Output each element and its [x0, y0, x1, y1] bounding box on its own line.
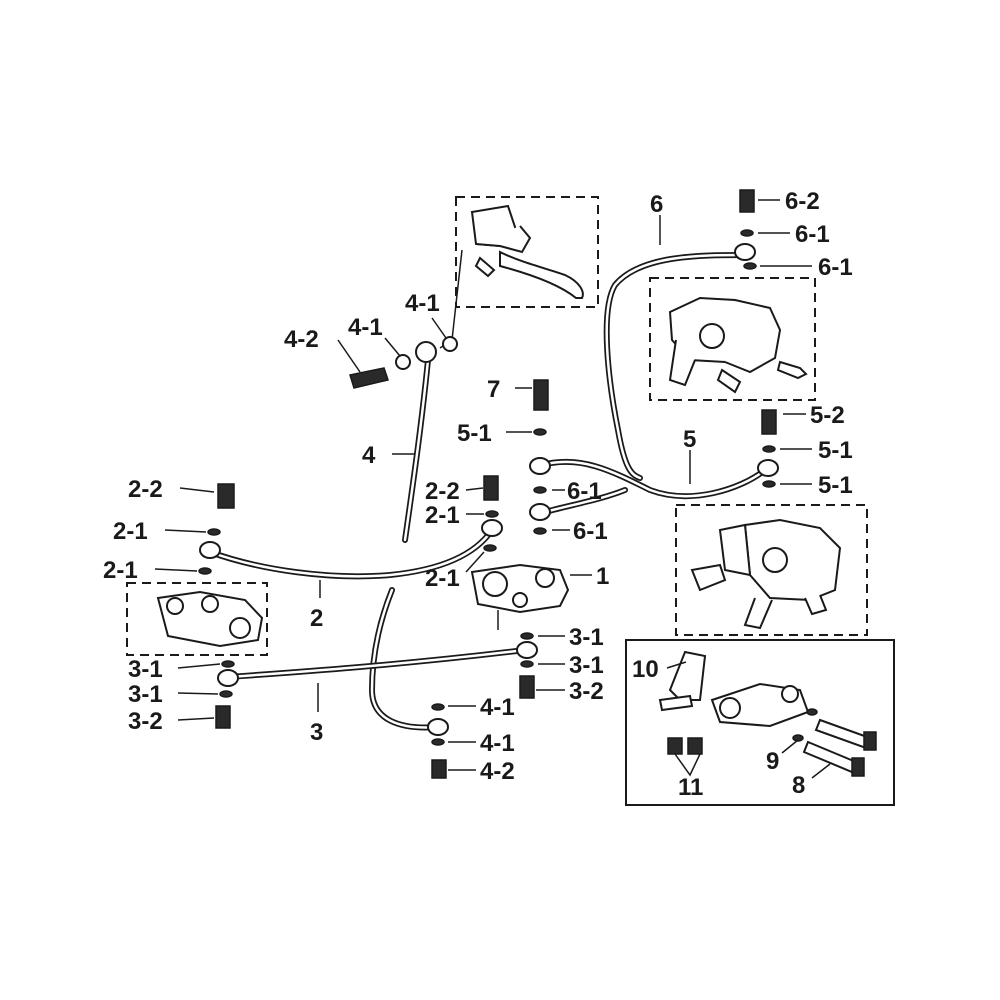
- joint-mount-detail-box: [625, 639, 895, 806]
- label-6-1-center-top: 6-1: [567, 478, 602, 505]
- part-labels: 6-2 6-1 6-1 6 4-2 4-1 4-1 7 5-1 5-2 5-1 …: [103, 188, 853, 801]
- label-6-1-center-bottom: 6-1: [573, 518, 608, 545]
- label-11: 11: [678, 774, 703, 801]
- label-9: 9: [766, 748, 779, 775]
- label-7: 7: [487, 376, 500, 403]
- label-3-1-right-bottom: 3-1: [569, 652, 604, 679]
- leader-lines: [154, 199, 831, 779]
- label-3-1-left-bottom: 3-1: [128, 681, 163, 708]
- hose-6: [603, 252, 748, 481]
- left-joint: [156, 590, 264, 648]
- master-cylinder-lever: [470, 204, 584, 299]
- label-6: 6: [650, 191, 663, 218]
- label-3-1-left-top: 3-1: [128, 656, 163, 683]
- label-4-1-bottom: 4-1: [480, 730, 515, 757]
- rear-caliper-box: [675, 504, 868, 636]
- label-2-1-left-bottom: 2-1: [103, 557, 138, 584]
- label-3-2-left: 3-2: [128, 708, 163, 735]
- label-2-1-center-bottom: 2-1: [425, 565, 460, 592]
- banjo-bolts: [215, 189, 777, 779]
- label-4-1-bottom-top: 4-1: [480, 694, 515, 721]
- label-5: 5: [683, 426, 696, 453]
- label-6-1-second: 6-1: [818, 254, 853, 281]
- label-10: 10: [632, 656, 659, 683]
- label-1: 1: [596, 563, 609, 590]
- label-3: 3: [310, 719, 323, 746]
- label-5-1-right-bottom: 5-1: [818, 472, 853, 499]
- hose-4-lower: [368, 587, 441, 731]
- front-caliper-box: [649, 277, 816, 401]
- label-4-2-top: 4-2: [284, 326, 319, 353]
- banjo-fittings: [199, 243, 779, 736]
- bolt-8: [802, 718, 877, 777]
- hose-3: [225, 647, 528, 680]
- label-4: 4: [362, 442, 376, 469]
- label-2-1-center-top: 2-1: [425, 502, 460, 529]
- label-8: 8: [792, 772, 805, 799]
- hose-2: [207, 527, 495, 580]
- front-caliper: [668, 296, 808, 394]
- hose-6-lower: [542, 487, 628, 515]
- rear-caliper: [690, 518, 842, 630]
- label-4-1-top-left: 4-1: [348, 314, 383, 341]
- label-2-2-left: 2-2: [128, 476, 163, 503]
- label-2-2-center: 2-2: [425, 478, 460, 505]
- label-3-1-right-top: 3-1: [569, 624, 604, 651]
- main-joint-1: [470, 563, 570, 614]
- hose-4: [402, 357, 431, 543]
- label-2-1-left-top: 2-1: [113, 518, 148, 545]
- label-6-2: 6-2: [785, 188, 820, 215]
- hose-5: [539, 458, 768, 500]
- label-2: 2: [310, 605, 323, 632]
- copper-washers: [198, 229, 818, 746]
- label-5-2: 5-2: [810, 402, 845, 429]
- detail-joint: [658, 650, 810, 728]
- label-3-2-right: 3-2: [569, 678, 604, 705]
- master-cylinder-lever-box: [455, 196, 599, 308]
- label-5-1-left: 5-1: [457, 420, 492, 447]
- label-4-2-bottom: 4-2: [480, 758, 515, 785]
- bolt-11: [667, 737, 703, 777]
- label-4-1-top-right: 4-1: [405, 290, 440, 317]
- label-6-1-top: 6-1: [795, 221, 830, 248]
- label-5-1-right-top: 5-1: [818, 437, 853, 464]
